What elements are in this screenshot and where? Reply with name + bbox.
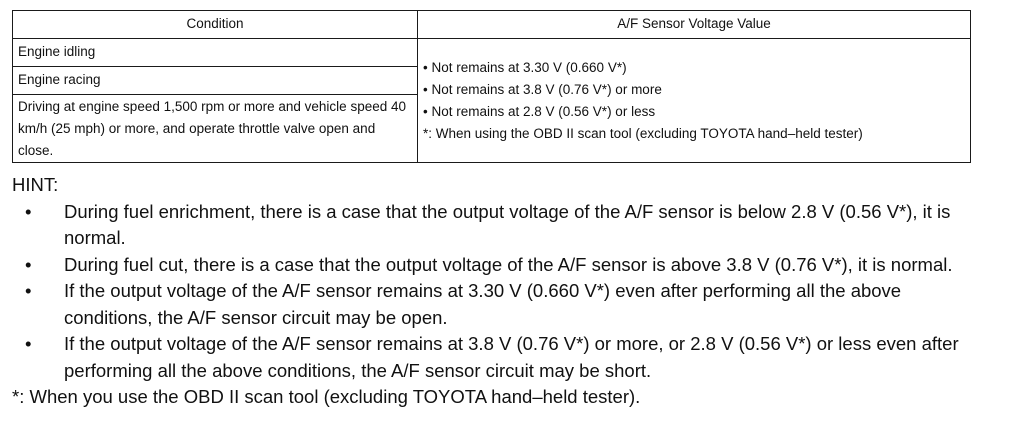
table-row: Driving at engine speed 1,500 rpm or mor… [12, 94, 971, 163]
condition-engine-racing: Engine racing [12, 66, 418, 95]
voltage-value-line: • Not remains at 2.8 V (0.56 V*) or less [423, 103, 656, 119]
hint-item-text: During fuel enrichment, there is a case … [64, 200, 951, 249]
voltage-value-cell: • Not remains at 3.30 V (0.660 V*) • Not… [417, 38, 971, 163]
bullet-icon: • [25, 280, 32, 301]
hint-item-text: During fuel cut, there is a case that th… [64, 253, 953, 275]
table-footnote: *: When using the OBD II scan tool (excl… [423, 125, 863, 141]
hint-item-text: If the output voltage of the A/F sensor … [64, 333, 959, 381]
condition-column-header: Condition [12, 10, 418, 39]
value-column-header: A/F Sensor Voltage Value [417, 10, 971, 39]
table-row: Engine racing [12, 66, 971, 95]
condition-driving: Driving at engine speed 1,500 rpm or mor… [12, 94, 418, 163]
table-row: Engine idling • Not remains at 3.30 V (0… [12, 38, 971, 163]
condition-voltage-table: Condition A/F Sensor Voltage Value Engin… [12, 10, 971, 163]
hint-section: HINT: • During fuel enrichment, there is… [12, 172, 982, 411]
condition-engine-idling: Engine idling [12, 38, 418, 67]
list-item: • During fuel cut, there is a case that … [12, 252, 982, 279]
bullet-icon: • [25, 253, 32, 275]
bullet-icon: • [25, 333, 32, 354]
bullet-icon: • [25, 200, 32, 222]
table-header-row: Condition A/F Sensor Voltage Value [12, 10, 971, 39]
list-item: • If the output voltage of the A/F senso… [12, 278, 982, 331]
voltage-value-line: • Not remains at 3.30 V (0.660 V*) [423, 59, 627, 75]
hint-item-text: If the output voltage of the A/F sensor … [64, 280, 902, 328]
list-item: • During fuel enrichment, there is a cas… [12, 199, 982, 252]
list-item: • If the output voltage of the A/F senso… [12, 331, 982, 384]
hint-list: • During fuel enrichment, there is a cas… [12, 199, 982, 385]
hint-title: HINT: [12, 174, 59, 195]
hint-footnote: *: When you use the OBD II scan tool (ex… [12, 386, 641, 407]
voltage-value-line: • Not remains at 3.8 V (0.76 V*) or more [423, 81, 662, 97]
